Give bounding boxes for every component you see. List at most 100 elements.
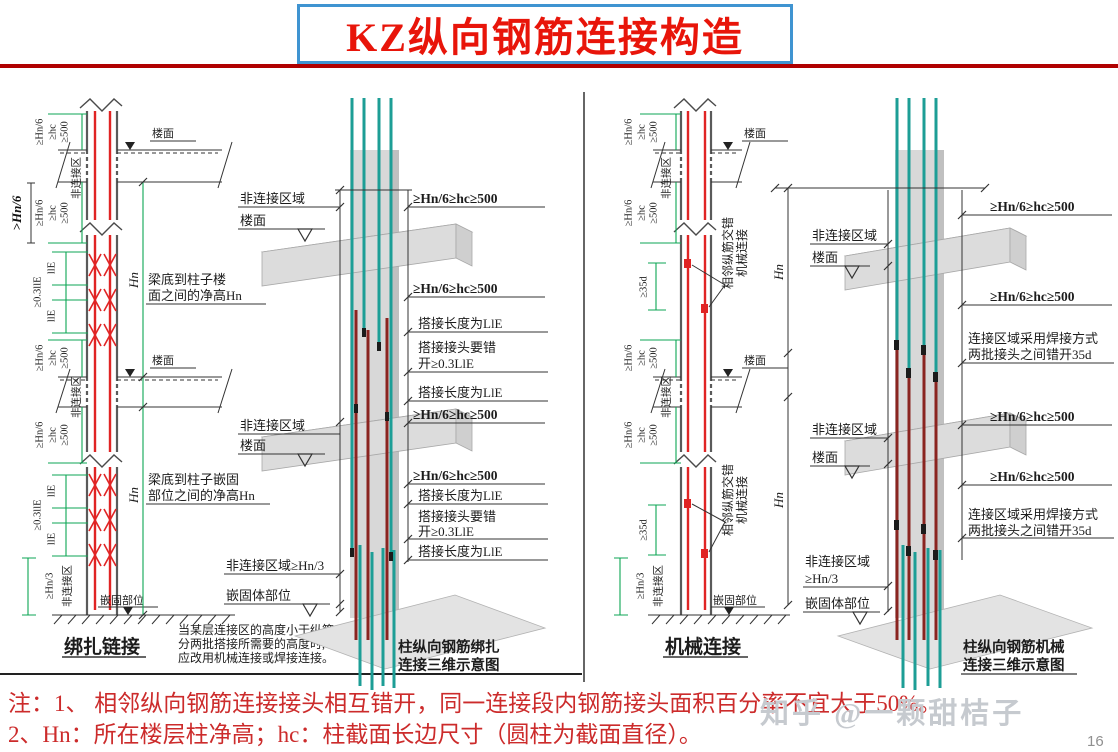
slide-title: KZ纵向钢筋连接构造: [346, 15, 744, 60]
dim-hc: ≥hc: [636, 427, 647, 443]
lap-length-label: 搭接长度为LlE: [418, 316, 503, 331]
embed-part-label: 嵌固部位: [100, 593, 144, 607]
dim-combo: ≥Hn/6≥hc≥500: [990, 469, 1075, 484]
footnotes: 注：1、 相邻纵向钢筋连接接头相互错开，同一连接段内钢筋接头面积百分率不宜大于5…: [8, 688, 941, 750]
non-connect-area: 非连接区域: [805, 554, 870, 569]
title-rule: [0, 64, 1118, 68]
non-connect-zone: 非连接区: [659, 376, 672, 418]
caption-mech-2d: 机械连接: [665, 635, 741, 658]
lap-03lle: ≥0.3llE: [32, 499, 43, 530]
svg-text:应改用机械连接或焊接连接。: 应改用机械连接或焊接连接。: [178, 650, 334, 665]
dim-hn6: ≥Hn/6: [34, 345, 45, 372]
floor-label: 楼面: [812, 450, 838, 465]
svg-text:分两批搭接所需要的高度时,: 分两批搭接所需要的高度时,: [178, 636, 325, 651]
dim-hc: ≥hc: [47, 350, 58, 366]
dimension-lines: [614, 113, 681, 616]
dim-hn6: ≥Hn/6: [34, 422, 45, 449]
dim-500: ≥500: [59, 424, 70, 446]
non-connect-area: 非连接区域: [812, 422, 877, 437]
dim-hc: ≥hc: [47, 124, 58, 140]
dim-combo: ≥Hn/6≥hc≥500: [413, 281, 498, 296]
floor-label: 楼面: [812, 250, 838, 265]
non-connect-zone: 非连接区: [60, 565, 73, 607]
lap-splice-marks: [88, 253, 117, 567]
embed-part-label: 嵌固部位: [713, 593, 757, 607]
note-line-1: 注：1、 相邻纵向钢筋连接接头相互错开，同一连接段内钢筋接头面积百分率不宜大于5…: [8, 691, 942, 716]
non-connect-area: 非连接区域: [812, 228, 877, 243]
non-connect-zone: 非连接区: [69, 157, 82, 199]
svg-text:两批接头之间错开35d: 两批接头之间错开35d: [968, 523, 1092, 538]
dimension-lines: [22, 113, 148, 620]
watermark: 知乎 @一颗甜桔子: [760, 698, 1025, 730]
lap-length-label: 搭接长度为LlE: [418, 488, 503, 503]
adjacent-stagger-label: 相邻纵筋交错: [720, 464, 735, 536]
embed-body-label: 嵌固体部位: [805, 596, 870, 611]
svg-text:连接三维示意图: 连接三维示意图: [398, 656, 500, 674]
lap-lle: llE: [46, 310, 57, 322]
lap-lle: llE: [46, 262, 57, 274]
floor-label: 楼面: [152, 353, 174, 367]
lap-3d-diagram: ≥Hn/6≥hc≥500 ≥Hn/6≥hc≥500 搭接长度为LlE 搭接接头要…: [224, 98, 548, 690]
clear-height-floor: 梁底到柱子楼: [148, 272, 226, 287]
svg-text:机械连接: 机械连接: [734, 229, 749, 277]
floor-label: 楼面: [240, 213, 266, 228]
hn-label: Hn: [771, 492, 786, 509]
svg-text:连接三维示意图: 连接三维示意图: [963, 656, 1065, 674]
page-number: 16: [1087, 733, 1104, 750]
dim-combo: ≥Hn/6≥hc≥500: [990, 289, 1075, 304]
dim-combo: ≥Hn/6≥hc≥500: [413, 407, 498, 422]
dim-combo: ≥Hn/6≥hc≥500: [413, 468, 498, 483]
floor-label: 楼面: [744, 126, 766, 140]
floor-marker-icon: [296, 453, 314, 468]
embed-marker-icon: [123, 607, 133, 615]
floor-marker-icon: [125, 369, 135, 377]
caption-lap-3d: 柱纵向钢筋绑扎: [398, 638, 500, 656]
non-connect-area: 非连接区域: [240, 418, 305, 433]
dim-hc: ≥hc: [636, 350, 647, 366]
svg-text:部位之间的净高Hn: 部位之间的净高Hn: [148, 488, 255, 503]
floor-marker-icon: [125, 142, 135, 150]
lap-03lle: ≥0.3llE: [32, 276, 43, 307]
dim-hn6: ≥Hn/6: [34, 200, 45, 227]
svg-text:开≥0.3LlE: 开≥0.3LlE: [418, 524, 474, 539]
non-connect-zone: 非连接区: [651, 565, 664, 607]
lap-stagger-label: 搭接接头要错: [418, 509, 496, 524]
embed-marker-icon: [851, 611, 869, 626]
floor-marker-icon: [843, 465, 861, 480]
dim-500: ≥500: [648, 202, 659, 224]
dim-hc: ≥hc: [636, 124, 647, 140]
non-connect-area: 非连接区域: [240, 191, 305, 206]
dim-hn6: ≥Hn/6: [34, 119, 45, 146]
dim-500: ≥500: [648, 424, 659, 446]
svg-text:机械连接: 机械连接: [734, 476, 749, 524]
dim-35d: ≥35d: [638, 275, 649, 297]
floor-marker-icon: [723, 369, 733, 377]
weld-note: 连接区域采用焊接方式: [968, 507, 1098, 522]
dim-500: ≥500: [59, 121, 70, 143]
svg-text:两批接头之间错开35d: 两批接头之间错开35d: [968, 347, 1092, 362]
mech-3d-diagram: Hn Hn ≥Hn/6≥hc≥500 ≥Hn/6≥hc≥500 连接区域采用焊接…: [770, 98, 1114, 690]
caption-lap-2d: 绑扎链接: [64, 635, 140, 658]
caption-mech-3d: 柱纵向钢筋机械: [963, 638, 1065, 656]
floor-label: 楼面: [240, 438, 266, 453]
dim-500: ≥500: [648, 121, 659, 143]
hn-label: Hn: [126, 487, 141, 504]
slide-title-box: KZ纵向钢筋连接构造: [297, 4, 793, 64]
dim-500: ≥500: [59, 202, 70, 224]
lap-length-label: 搭接长度为LlE: [418, 544, 503, 559]
non-connect-hn3: 非连接区域≥Hn/3: [226, 558, 324, 573]
floor-label: 楼面: [744, 353, 766, 367]
lap-lle: llE: [46, 485, 57, 497]
gt-hn6-label: >Hn/6: [9, 195, 24, 230]
floor-marker-icon: [843, 265, 861, 280]
dim-combo: ≥Hn/6≥hc≥500: [990, 409, 1075, 424]
dim-hn6: ≥Hn/6: [623, 422, 634, 449]
lap-2d-diagram: 楼面 楼面 嵌固部位 ≥Hn/6 ≥hc ≥500 ≥Hn/6 ≥hc ≥500…: [9, 96, 334, 665]
dim-hc: ≥hc: [47, 205, 58, 221]
lap-note: 当某层连接区的高度小于纵筋: [178, 622, 334, 637]
hn-label: Hn: [771, 264, 786, 281]
dim-500: ≥500: [648, 347, 659, 369]
lap-length-label: 搭接长度为LlE: [418, 385, 503, 400]
dim-hn6: ≥Hn/6: [623, 345, 634, 372]
svg-text:面之间的净高Hn: 面之间的净高Hn: [148, 288, 242, 303]
